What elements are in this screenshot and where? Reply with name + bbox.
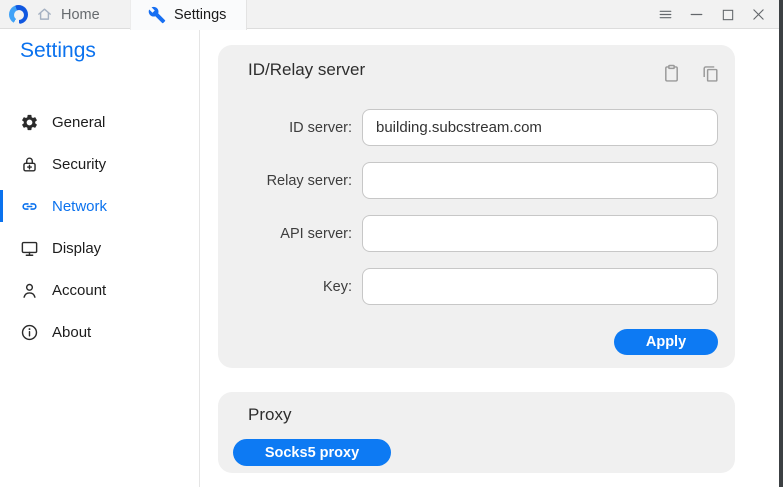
menu-icon[interactable]	[657, 6, 674, 23]
id-relay-form: ID server: Relay server: API server: Key…	[218, 109, 735, 305]
active-indicator	[0, 190, 3, 222]
desktop-edge-strip	[779, 0, 783, 487]
tab-settings-label: Settings	[174, 7, 227, 23]
sidebar-item-label: General	[52, 113, 106, 131]
wrench-icon	[148, 6, 166, 24]
api-server-input[interactable]	[362, 215, 718, 252]
person-icon	[20, 281, 39, 300]
form-row-key: Key:	[248, 268, 718, 305]
sidebar-item-security[interactable]: Security	[0, 143, 199, 185]
sidebar-item-label: About	[52, 323, 92, 341]
apply-button[interactable]: Apply	[614, 329, 718, 355]
id-server-input[interactable]	[362, 109, 718, 146]
relay-server-input[interactable]	[362, 162, 718, 199]
app-logo-icon	[9, 5, 28, 24]
form-row-api-server: API server:	[248, 215, 718, 252]
key-label: Key:	[322, 278, 352, 295]
sidebar-nav: General Security	[0, 101, 199, 353]
home-icon	[36, 6, 53, 23]
sidebar-item-display[interactable]: Display	[0, 227, 199, 269]
tab-home[interactable]: Home	[36, 0, 116, 29]
info-icon	[20, 323, 39, 342]
page-title: Settings	[20, 39, 96, 62]
sidebar-item-account[interactable]: Account	[0, 269, 199, 311]
maximize-icon[interactable]	[719, 6, 736, 23]
settings-content: ID/Relay server ID server:	[201, 30, 779, 487]
api-server-label: API server:	[280, 225, 352, 242]
sidebar-item-label: Display	[52, 239, 102, 257]
settings-sidebar: Settings General	[0, 30, 200, 487]
sidebar-item-label: Network	[52, 197, 108, 215]
id-server-label: ID server:	[289, 119, 352, 136]
sidebar-item-general[interactable]: General	[0, 101, 199, 143]
titlebar: Home Settings	[0, 0, 779, 30]
lock-icon	[20, 155, 39, 174]
sidebar-item-label: Security	[52, 155, 107, 173]
close-icon[interactable]	[750, 6, 767, 23]
form-row-id-server: ID server:	[248, 109, 718, 146]
socks5-proxy-button[interactable]: Socks5 proxy	[233, 439, 391, 466]
tab-settings[interactable]: Settings	[130, 0, 247, 30]
paste-icon[interactable]	[661, 63, 682, 84]
sidebar-item-network[interactable]: Network	[0, 185, 199, 227]
id-relay-server-card: ID/Relay server ID server:	[218, 45, 735, 368]
copy-icon[interactable]	[700, 63, 721, 84]
tab-home-label: Home	[61, 6, 100, 23]
card-header-icons	[661, 63, 721, 84]
key-input[interactable]	[362, 268, 718, 305]
link-icon	[20, 197, 39, 216]
monitor-icon	[20, 239, 39, 258]
relay-server-label: Relay server:	[266, 172, 352, 189]
sidebar-item-about[interactable]: About	[0, 311, 199, 353]
proxy-card: Proxy Socks5 proxy	[218, 392, 735, 473]
card-title-proxy: Proxy	[248, 405, 292, 424]
gear-icon	[20, 113, 39, 132]
window-controls	[657, 0, 767, 29]
sidebar-item-label: Account	[52, 281, 107, 299]
card-title-id-relay: ID/Relay server	[248, 60, 366, 79]
form-row-relay-server: Relay server:	[248, 162, 718, 199]
minimize-icon[interactable]	[688, 6, 705, 23]
